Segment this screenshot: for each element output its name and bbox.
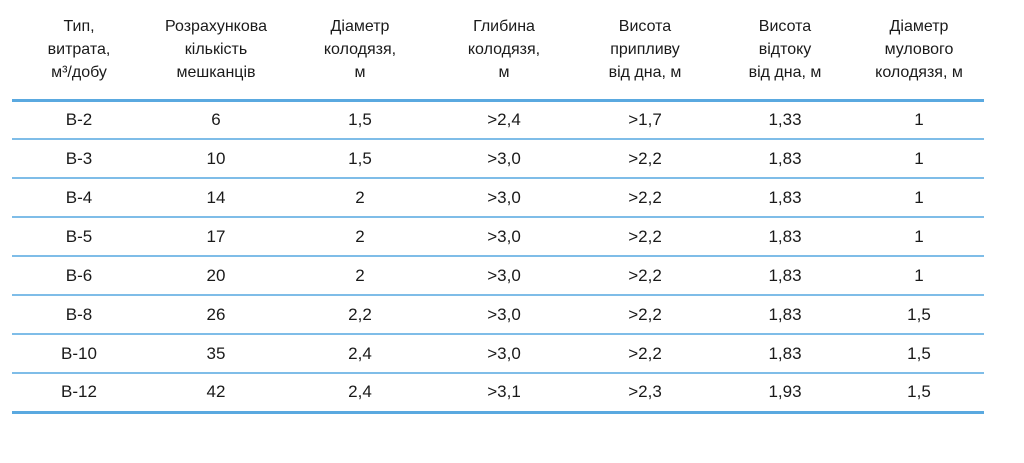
table-row: В-6 20 2 >3,0 >2,2 1,83 1 [12,256,984,296]
cell-inlet-height: >2,2 [574,256,716,296]
cell-well-diameter: 1,5 [286,139,434,179]
cell-well-diameter: 2,4 [286,373,434,414]
cell-residents: 20 [146,256,286,296]
cell-outlet-height: 1,83 [716,139,854,179]
cell-inlet-height: >2,2 [574,178,716,218]
table-row: В-12 42 2,4 >3,1 >2,3 1,93 1,5 [12,373,984,414]
cell-type: В-3 [12,139,146,179]
header-residents: Розрахункова кількість мешканців [146,0,286,102]
table-body: В-2 6 1,5 >2,4 >1,7 1,33 1 В-3 10 1,5 >3… [12,100,984,414]
table-row: В-8 26 2,2 >3,0 >2,2 1,83 1,5 [12,295,984,335]
cell-sludge-diameter: 1,5 [854,334,984,374]
cell-outlet-height: 1,33 [716,100,854,140]
cell-inlet-height: >2,2 [574,139,716,179]
cell-inlet-height: >1,7 [574,100,716,140]
table-row: В-5 17 2 >3,0 >2,2 1,83 1 [12,217,984,257]
septic-specs-table: Тип, витрата, м³/добу Розрахункова кільк… [12,0,984,414]
cell-residents: 35 [146,334,286,374]
cell-outlet-height: 1,83 [716,295,854,335]
cell-well-depth: >3,1 [434,373,574,414]
cell-outlet-height: 1,83 [716,217,854,257]
cell-outlet-height: 1,83 [716,256,854,296]
table-row: В-2 6 1,5 >2,4 >1,7 1,33 1 [12,100,984,140]
cell-well-depth: >3,0 [434,178,574,218]
cell-sludge-diameter: 1,5 [854,295,984,335]
header-sludge-well-diameter: Діаметр мулового колодязя, м [854,0,984,102]
cell-residents: 6 [146,100,286,140]
cell-well-depth: >3,0 [434,295,574,335]
header-outlet-height: Висота відтоку від дна, м [716,0,854,102]
header-row: Тип, витрата, м³/добу Розрахункова кільк… [12,0,984,102]
cell-inlet-height: >2,2 [574,295,716,335]
cell-residents: 42 [146,373,286,414]
table-row: В-4 14 2 >3,0 >2,2 1,83 1 [12,178,984,218]
cell-type: В-10 [12,334,146,374]
cell-type: В-8 [12,295,146,335]
cell-type: В-4 [12,178,146,218]
cell-well-depth: >3,0 [434,139,574,179]
cell-type: В-12 [12,373,146,414]
cell-type: В-2 [12,100,146,140]
cell-sludge-diameter: 1 [854,217,984,257]
table-row: В-3 10 1,5 >3,0 >2,2 1,83 1 [12,139,984,179]
cell-well-depth: >3,0 [434,217,574,257]
cell-well-diameter: 2 [286,217,434,257]
cell-well-diameter: 1,5 [286,100,434,140]
header-inlet-height: Висота припливу від дна, м [574,0,716,102]
header-type-flow: Тип, витрата, м³/добу [12,0,146,102]
cell-residents: 10 [146,139,286,179]
cell-well-depth: >3,0 [434,256,574,296]
cell-outlet-height: 1,83 [716,334,854,374]
cell-outlet-height: 1,93 [716,373,854,414]
cell-type: В-6 [12,256,146,296]
header-well-depth: Глибина колодязя, м [434,0,574,102]
table-row: В-10 35 2,4 >3,0 >2,2 1,83 1,5 [12,334,984,374]
table-header: Тип, витрата, м³/добу Розрахункова кільк… [12,0,984,102]
cell-sludge-diameter: 1,5 [854,373,984,414]
cell-well-diameter: 2 [286,256,434,296]
header-well-diameter: Діаметр колодязя, м [286,0,434,102]
cell-well-diameter: 2,2 [286,295,434,335]
cell-type: В-5 [12,217,146,257]
cell-inlet-height: >2,2 [574,334,716,374]
cell-sludge-diameter: 1 [854,178,984,218]
cell-inlet-height: >2,3 [574,373,716,414]
cell-well-depth: >2,4 [434,100,574,140]
cell-sludge-diameter: 1 [854,256,984,296]
cell-residents: 14 [146,178,286,218]
cell-residents: 26 [146,295,286,335]
cell-sludge-diameter: 1 [854,100,984,140]
cell-inlet-height: >2,2 [574,217,716,257]
septic-specs-table-container: Тип, витрата, м³/добу Розрахункова кільк… [12,0,984,414]
cell-outlet-height: 1,83 [716,178,854,218]
cell-well-diameter: 2 [286,178,434,218]
cell-well-diameter: 2,4 [286,334,434,374]
cell-well-depth: >3,0 [434,334,574,374]
cell-sludge-diameter: 1 [854,139,984,179]
cell-residents: 17 [146,217,286,257]
